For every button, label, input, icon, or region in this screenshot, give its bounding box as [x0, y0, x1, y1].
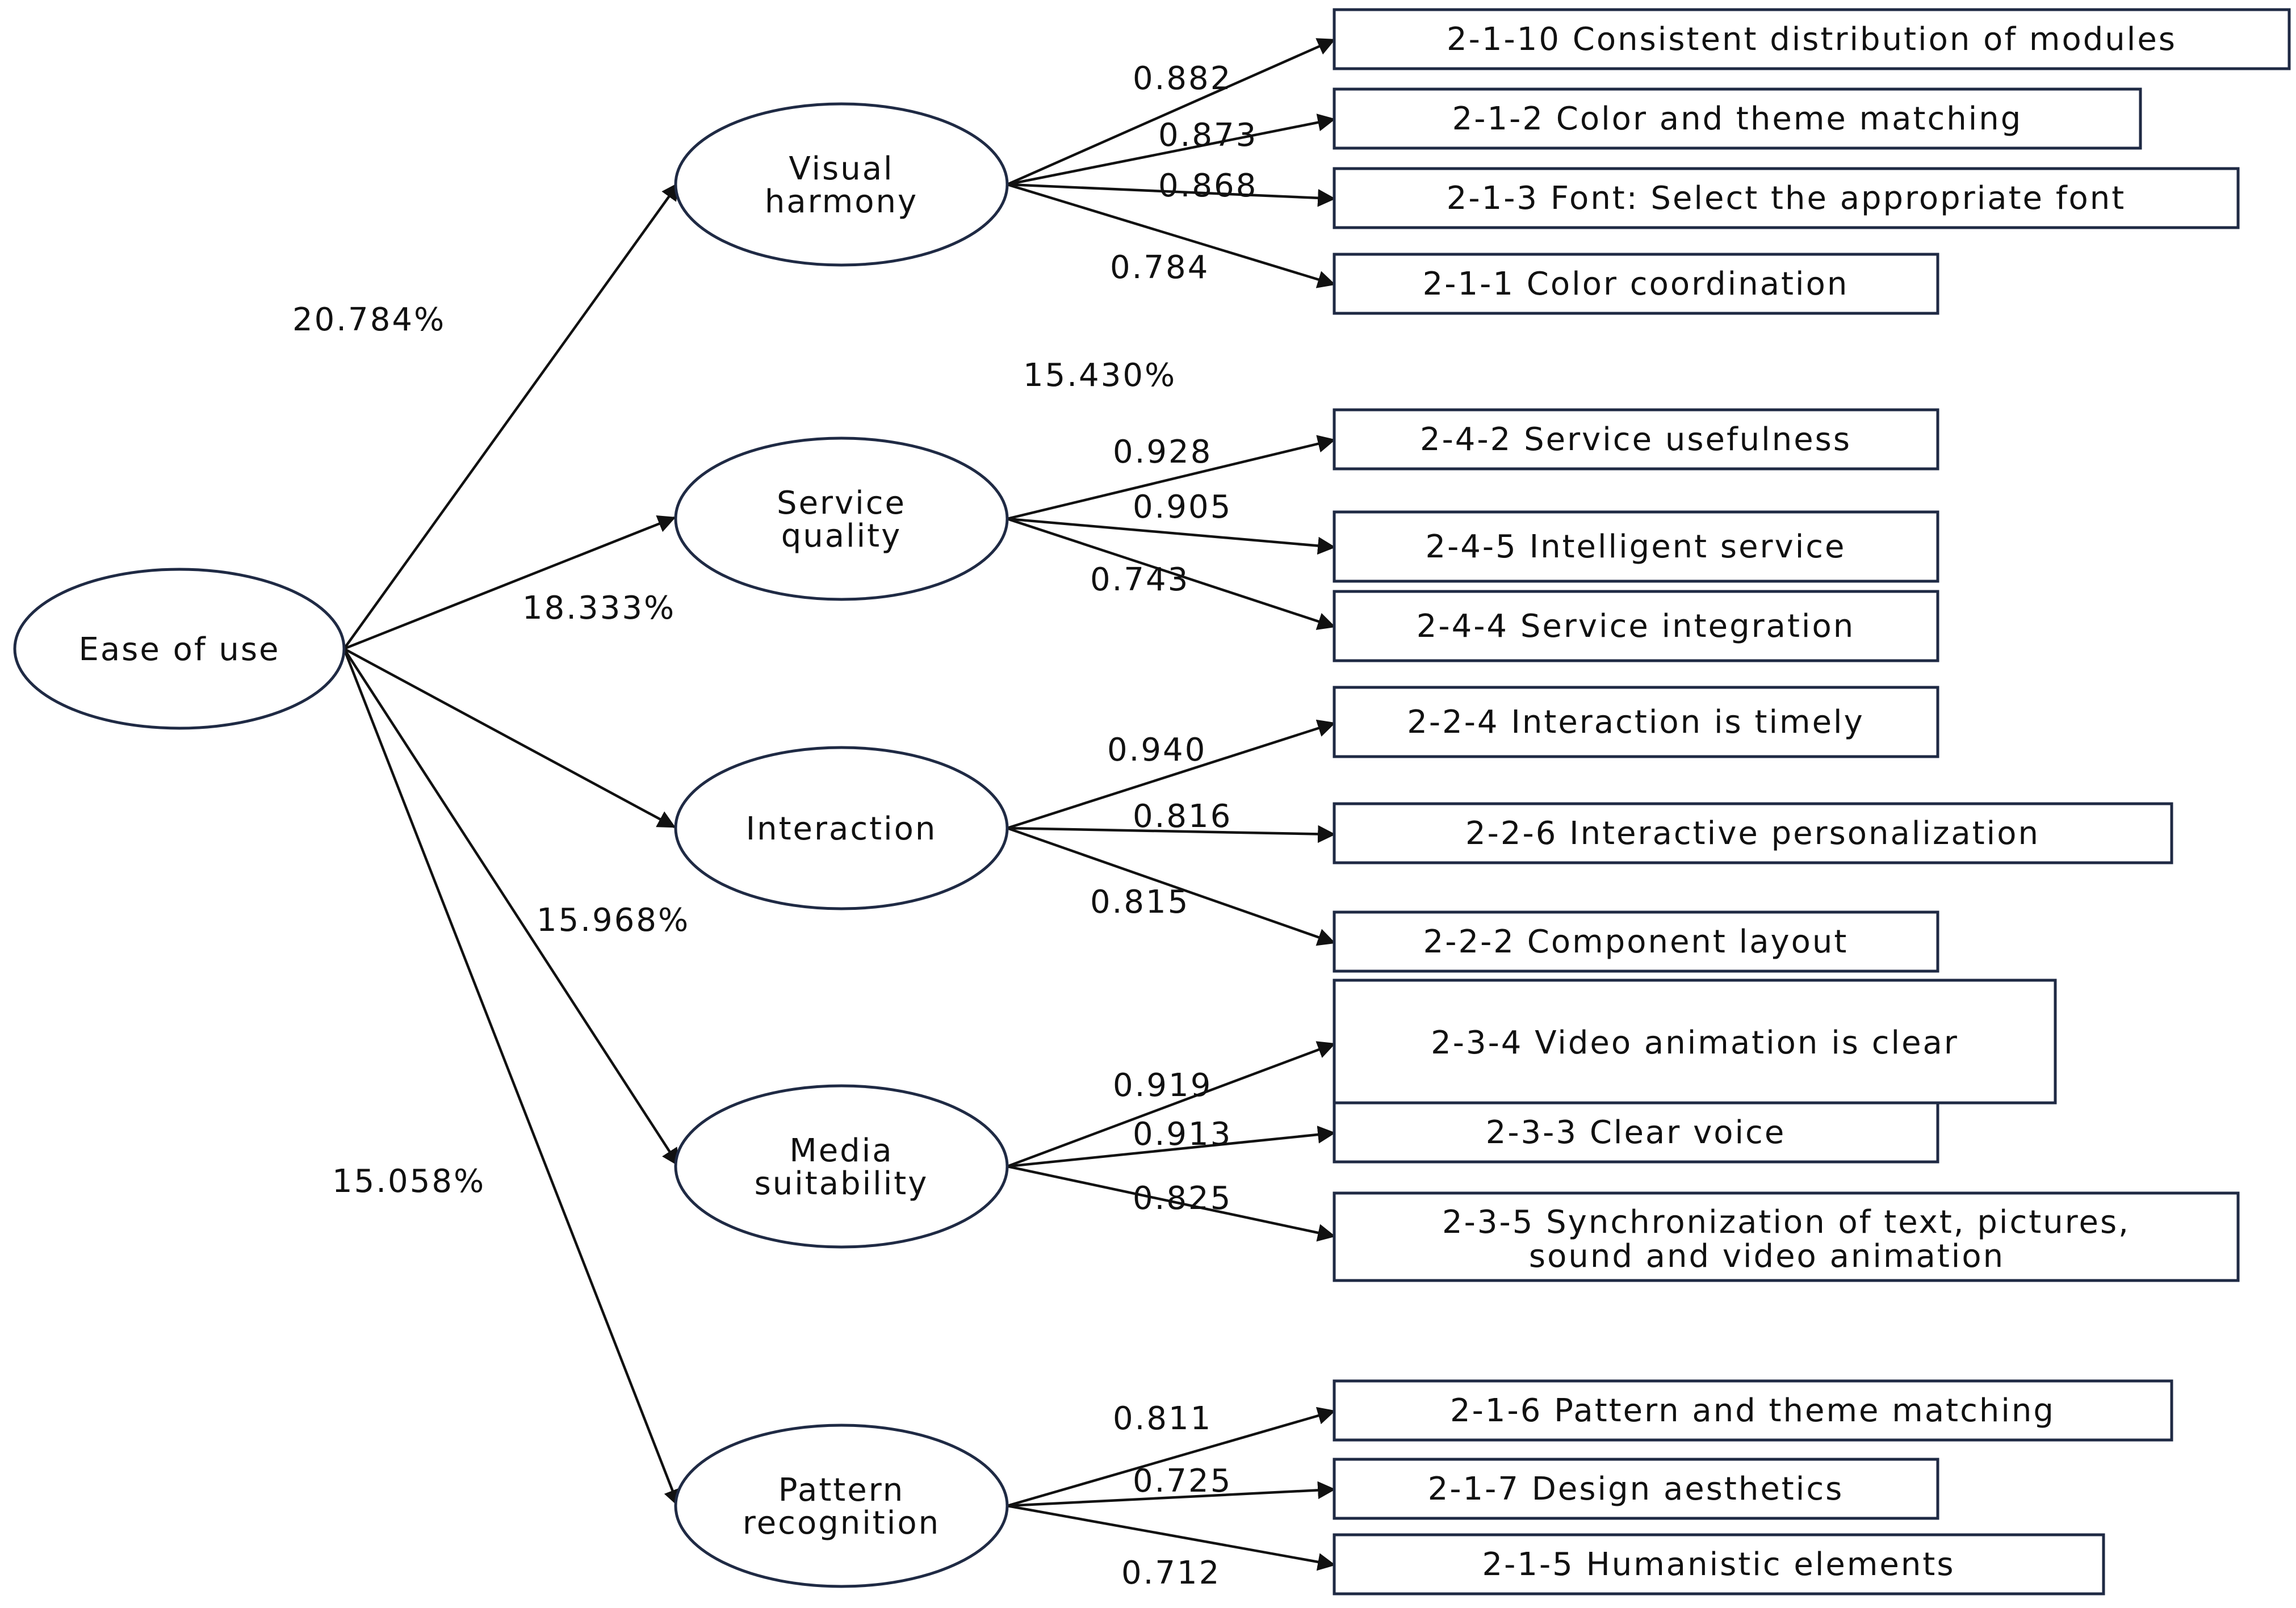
edge-vh-4: [1007, 183, 1336, 288]
item-label: 2-3-5 Synchronization of text, pictures,: [1442, 1204, 2130, 1241]
item-box: 2-1-7 Design aesthetics: [1333, 1458, 1939, 1520]
item-label: 2-1-6 Pattern and theme matching: [1450, 1392, 2055, 1429]
loading-label: 0.913: [1133, 1116, 1232, 1153]
item-edges: [1007, 38, 1336, 1571]
item-label: 2-1-10 Consistent distribution of module…: [1447, 21, 2177, 58]
item-label: 2-1-5 Humanistic elements: [1482, 1546, 1955, 1583]
loading-labels: 0.882 0.873 0.868 0.784 0.928 0.905 0.74…: [1090, 60, 1258, 1592]
loading-label: 0.712: [1121, 1555, 1221, 1592]
edge-ms-3: [1007, 1165, 1336, 1242]
item-box: 2-1-6 Pattern and theme matching: [1333, 1379, 2173, 1442]
edge-sq-3: [1007, 517, 1336, 630]
item-label: 2-1-7 Design aesthetics: [1428, 1471, 1844, 1508]
item-label: sound and video animation: [1529, 1238, 2005, 1275]
loading-label: 0.919: [1113, 1067, 1212, 1104]
loading-label: 0.928: [1113, 434, 1212, 471]
loading-label: 0.816: [1133, 798, 1232, 835]
dimension-node-media-suitability: Media suitability: [674, 1084, 1009, 1249]
edge-vh-2: [1007, 114, 1336, 186]
loading-label: 0.743: [1090, 561, 1189, 598]
edge-root-service-quality: [343, 515, 676, 650]
item-label: 2-4-5 Intelligent service: [1425, 528, 1846, 565]
edge-in-3: [1007, 826, 1336, 946]
loading-label: 0.815: [1090, 884, 1189, 921]
dimension-label-line: recognition: [743, 1505, 940, 1542]
loading-label: 0.825: [1133, 1180, 1232, 1217]
item-box: 2-2-6 Interactive personalization: [1333, 802, 2173, 864]
loading-label: 0.940: [1107, 732, 1206, 769]
item-box: 2-1-5 Humanistic elements: [1333, 1533, 2105, 1596]
dimension-label-line: Media: [789, 1132, 893, 1169]
edge-pr-2: [1007, 1481, 1336, 1508]
item-box: 2-1-2 Color and theme matching: [1333, 87, 2142, 150]
loading-label: 0.873: [1158, 117, 1258, 154]
edge-root-media-suitability: [343, 648, 680, 1167]
item-label: 2-1-2 Color and theme matching: [1452, 100, 2023, 137]
root-edges: [342, 182, 681, 1508]
dimension-label-line: quality: [781, 518, 902, 555]
weight-label: 18.333%: [522, 590, 676, 627]
edge-sq-2: [1007, 517, 1336, 555]
weight-label: 20.784%: [292, 301, 446, 338]
dimension-node-pattern-recognition: Pattern recognition: [674, 1424, 1009, 1588]
edge-root-interaction: [343, 648, 676, 828]
item-box: 2-3-5 Synchronization of text, pictures,…: [1333, 1191, 2240, 1282]
item-label: 2-4-4 Service integration: [1417, 608, 1855, 645]
dimension-label-line: harmony: [765, 183, 918, 220]
dimension-label-line: Interaction: [746, 811, 937, 847]
loading-label: 0.882: [1133, 60, 1232, 97]
weight-labels: 20.784% 18.333% 15.430% 15.968% 15.058%: [292, 301, 1176, 1200]
loading-label: 0.784: [1110, 249, 1209, 286]
item-box: 2-4-4 Service integration: [1333, 590, 1939, 662]
edge-root-pattern-recognition: [342, 648, 681, 1508]
dimension-label-line: Pattern: [778, 1472, 904, 1509]
loading-label: 0.905: [1133, 489, 1232, 526]
item-label: 2-2-4 Interaction is timely: [1407, 704, 1864, 741]
weight-label: 15.058%: [332, 1163, 485, 1200]
item-box: 2-4-2 Service usefulness: [1333, 408, 1939, 471]
item-label: 2-1-3 Font: Select the appropriate font: [1447, 180, 2126, 217]
item-label: 2-2-2 Component layout: [1423, 923, 1849, 960]
edge-ms-2: [1007, 1126, 1336, 1168]
loading-label: 0.868: [1158, 167, 1258, 204]
root-node: Ease of use: [13, 568, 346, 730]
edge-vh-3: [1007, 183, 1336, 207]
edge-ms-1: [1007, 1041, 1336, 1168]
edge-root-visual-harmony: [343, 182, 680, 650]
item-box: 2-3-3 Clear voice: [1333, 1101, 1939, 1164]
dimension-node-visual-harmony: Visual harmony: [674, 102, 1009, 267]
edge-sq-1: [1007, 435, 1336, 520]
item-label: 2-1-1 Color coordination: [1423, 266, 1849, 303]
item-box: 2-3-4 Video animation is clear: [1333, 979, 2057, 1105]
item-box: 2-2-2 Component layout: [1333, 910, 1939, 973]
item-box: 2-4-5 Intelligent service: [1333, 510, 1939, 583]
item-label: 2-2-6 Interactive personalization: [1465, 815, 2040, 852]
item-label: 2-3-4 Video animation is clear: [1431, 1025, 1959, 1061]
edge-in-2: [1007, 825, 1336, 843]
item-box: 2-1-10 Consistent distribution of module…: [1333, 8, 2291, 70]
item-box: 2-1-3 Font: Select the appropriate font: [1333, 167, 2240, 229]
dimension-node-service-quality: Service quality: [674, 436, 1009, 601]
item-box: 2-2-4 Interaction is timely: [1333, 686, 1939, 758]
edge-pr-3: [1007, 1504, 1336, 1571]
edge-vh-1: [1007, 38, 1336, 186]
dimension-label-line: Service: [777, 485, 906, 522]
edge-pr-1: [1007, 1407, 1336, 1508]
dimension-node-interaction: Interaction: [674, 746, 1009, 910]
weight-label: 15.968%: [537, 902, 690, 939]
weight-label: 15.430%: [1023, 357, 1176, 394]
dimension-label-line: suitability: [755, 1165, 929, 1202]
loading-label: 0.725: [1133, 1463, 1232, 1500]
dimension-label-line: Visual: [789, 150, 894, 187]
item-label: 2-4-2 Service usefulness: [1420, 421, 1851, 458]
item-label: 2-3-3 Clear voice: [1486, 1114, 1786, 1151]
item-boxes: 2-1-10 Consistent distribution of module…: [1333, 8, 2291, 1596]
root-label: Ease of use: [78, 631, 280, 668]
edge-in-1: [1007, 719, 1336, 830]
loading-label: 0.811: [1113, 1400, 1212, 1437]
item-box: 2-1-1 Color coordination: [1333, 253, 1939, 315]
